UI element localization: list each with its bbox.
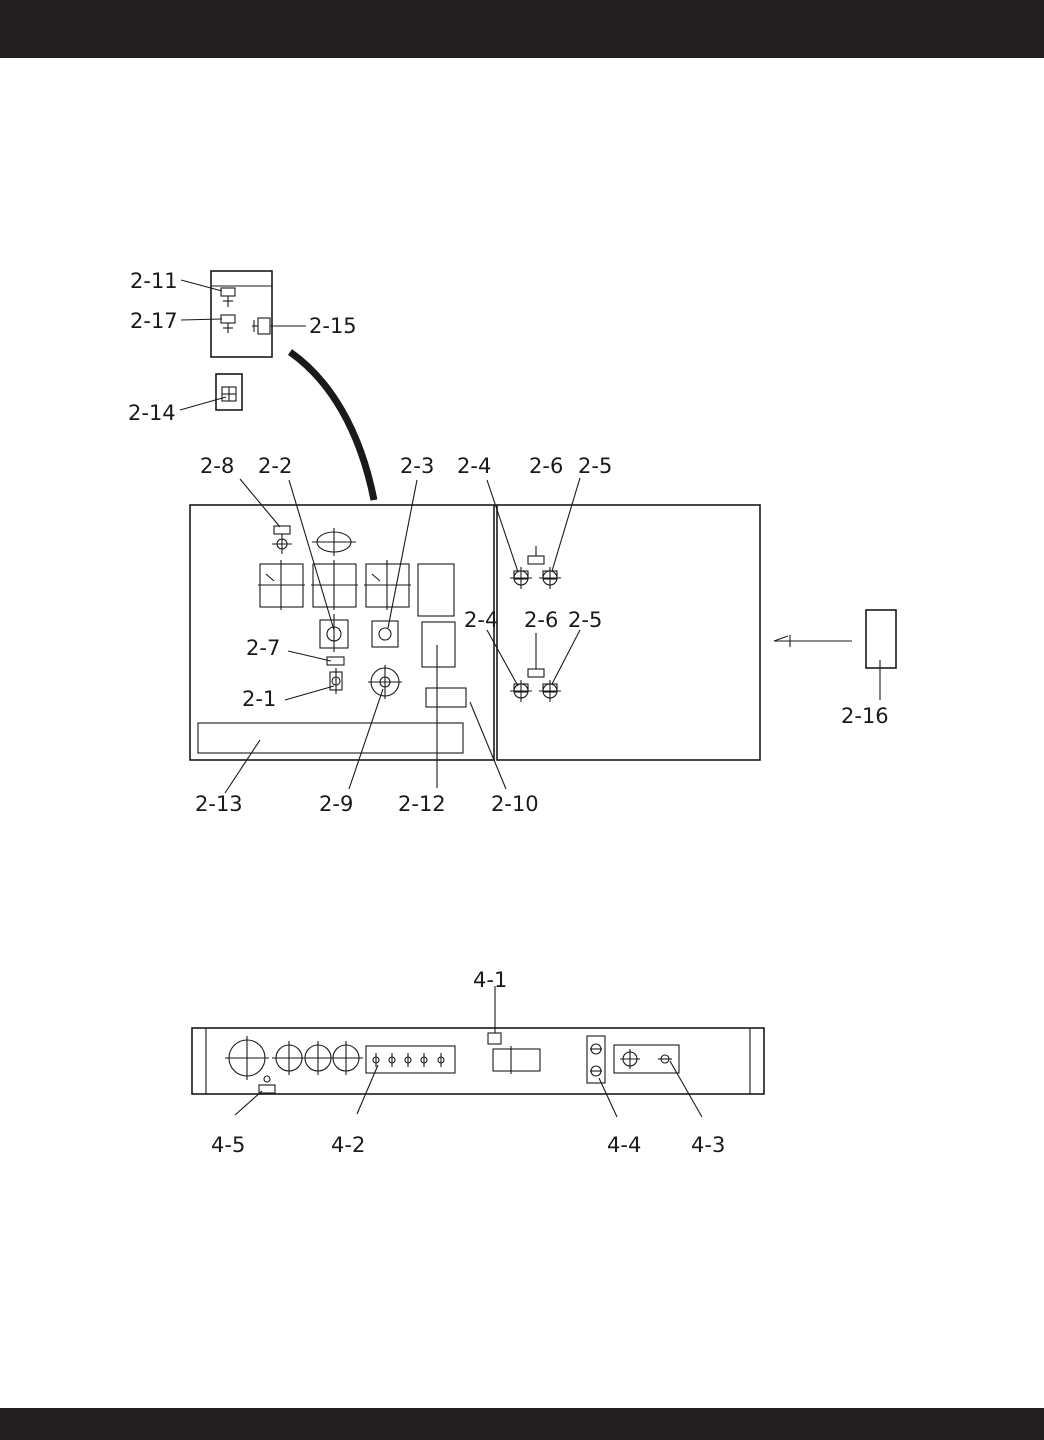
label-2-13: 2-13 [195,792,243,816]
part-2-16 [773,609,897,669]
label-2-1: 2-1 [242,687,276,711]
main-panel [189,504,761,761]
label-2-14: 2-14 [128,401,176,425]
label-4-2: 4-2 [331,1133,365,1157]
sub-panel [210,270,273,358]
label-2-17: 2-17 [130,309,178,333]
label-2-3: 2-3 [400,454,434,478]
switch-2-11 [220,287,236,297]
label-2-9: 2-9 [319,792,353,816]
label-2-10: 2-10 [491,792,539,816]
label-2-6-mid: 2-6 [524,608,558,632]
switch-2-17 [220,314,236,324]
label-4-4: 4-4 [607,1133,641,1157]
label-2-12: 2-12 [398,792,446,816]
label-2-2: 2-2 [258,454,292,478]
label-2-5-mid: 2-5 [568,608,602,632]
leader-lines [179,279,881,794]
label-2-16: 2-16 [841,704,889,728]
label-4-5: 4-5 [211,1133,245,1157]
connector-2-15 [257,317,271,335]
rear-leader-lines [234,986,703,1118]
labels: 2-11 2-17 2-15 2-14 2-8 2-2 2-3 2-4 2-6 … [128,269,889,1157]
top-band [0,0,1044,58]
label-2-6-top: 2-6 [529,454,563,478]
bottom-band [0,1408,1044,1440]
label-4-3: 4-3 [691,1133,725,1157]
part-2-14 [215,373,243,411]
label-2-15: 2-15 [309,314,357,338]
label-4-1: 4-1 [473,968,507,992]
label-2-8: 2-8 [200,454,234,478]
label-2-4-mid: 2-4 [464,608,498,632]
label-2-5-top: 2-5 [578,454,612,478]
label-2-11: 2-11 [130,269,178,293]
connection-curve [287,349,378,501]
rear-panel [191,1027,765,1095]
label-2-4-top: 2-4 [457,454,491,478]
label-2-7: 2-7 [246,636,280,660]
